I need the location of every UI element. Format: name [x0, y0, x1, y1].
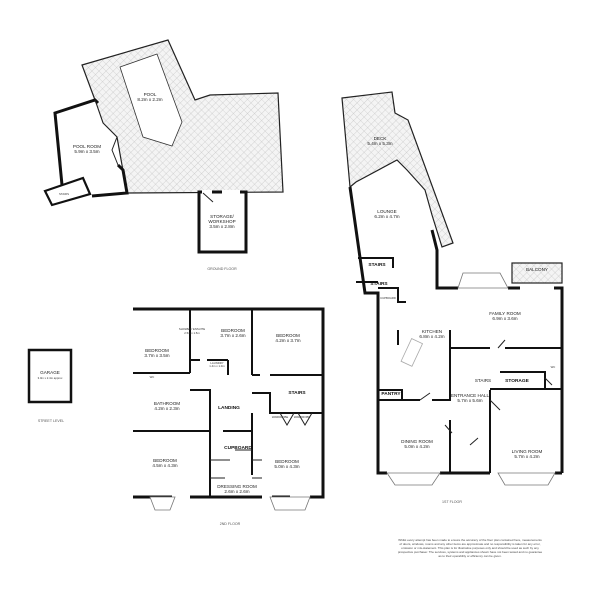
pool-label: POOL — [144, 92, 157, 97]
workshop-label: WORKSHOP — [208, 219, 235, 224]
wardrobe-label: WARDROBE — [272, 415, 289, 419]
pool-room-label: POOL ROOM — [73, 144, 101, 149]
wc-label: WC — [150, 375, 155, 379]
street-level-title: STREET LEVEL — [38, 419, 64, 423]
kitchen-label: KITCHEN — [422, 329, 442, 334]
wc-label: WC — [551, 365, 556, 369]
pool-room-size: 5.9m x 3.5m — [74, 149, 99, 154]
garage-size: 3.0m x 2.4m approx — [38, 376, 63, 380]
deck-size: 5.4m x 5.3m — [367, 141, 392, 146]
bathroom-size: 4.2m x 2.3m — [154, 406, 179, 411]
balcony-label: BALCONY — [526, 267, 548, 272]
balcony — [511, 262, 563, 284]
pool — [119, 53, 183, 147]
disclaimer: Whilst every attempt has been made to en… — [398, 538, 543, 558]
dining-room-size: 5.0m x 4.2m — [404, 444, 429, 449]
stairs-label-lower: STAIRS — [370, 281, 388, 287]
stairs-label: STAIRS — [59, 192, 69, 196]
lounge-label: LOUNGE — [377, 209, 396, 214]
deck-label: DECK — [374, 136, 388, 141]
disclaimer-line: prospective purchaser. The services, sys… — [398, 550, 543, 554]
living-room-size: 5.7m x 4.2m — [514, 454, 539, 459]
entrance-hall-size: 5.7m x 5.6m — [457, 398, 482, 403]
bedroom-3-label: BEDROOM — [276, 333, 300, 338]
family-room-size: 6.9m x 3.6m — [492, 316, 517, 321]
stairs-label: STAIRS — [368, 262, 386, 268]
stairs-label: STAIRS — [288, 390, 306, 396]
bathroom-label: BATHROOM — [154, 401, 180, 406]
disclaimer-line: of doors, windows, rooms and any other i… — [400, 542, 541, 546]
stairs — [43, 176, 92, 207]
kitchen-size: 6.8m x 4.2m — [419, 334, 444, 339]
bedroom-4-size: 4.5m x 4.3m — [152, 463, 177, 468]
entrance-hall-label: ENTRANCE HALL — [451, 393, 489, 398]
laundry-label: LAUNDRY — [210, 361, 223, 365]
dining-room-label: DINING ROOM — [401, 439, 433, 444]
wardrobe-label: WARDROBE — [294, 415, 311, 419]
ensuite-label: SHOWER/ ENSUITE — [179, 327, 205, 331]
family-room-label: FAMILY ROOM — [489, 311, 521, 316]
laundry-size: 1.4m x 1.0m — [209, 364, 225, 368]
disclaimer-line: as to their operability or efficiency ca… — [438, 554, 501, 558]
ground-floor: POOL 8.2m x 2.2m POOL ROOM 5.9m x 3.5m S… — [43, 39, 284, 271]
pantry-label: PANTRY — [381, 391, 401, 397]
pool-size: 8.2m x 2.2m — [137, 97, 162, 102]
bedroom-1-label: BEDROOM — [145, 348, 169, 353]
dressing-room-size: 2.6m x 2.6m — [224, 489, 249, 494]
ground-floor-title: GROUND FLOOR — [207, 267, 237, 271]
hall-stairs-label: STAIRS — [475, 378, 491, 383]
bedroom-3-size: 4.2m x 3.7m — [275, 338, 300, 343]
street-level: GARAGE 3.0m x 2.4m approx STREET LEVEL — [27, 348, 73, 423]
landing-label: LANDING — [218, 405, 240, 411]
dressing-room-label: DRESSING ROOM — [217, 484, 257, 489]
bedroom-1-size: 3.7m x 3.5m — [144, 353, 169, 358]
storage-label: STORAGE — [505, 378, 529, 384]
disclaimer-line: omission or mis-statement. This plan is … — [401, 546, 539, 550]
pool-room-walls — [53, 98, 129, 198]
garage-label: GARAGE — [40, 370, 60, 375]
garage — [27, 348, 73, 404]
cupboard-label: CUPBOARD — [224, 445, 252, 451]
bedroom-2-label: BEDROOM — [221, 328, 245, 333]
bedroom-2-size: 3.7m x 2.6m — [220, 333, 245, 338]
first-floor-title: 1ST FLOOR — [442, 500, 462, 504]
lounge-size: 6.2m x 4.7m — [374, 214, 399, 219]
living-room-label: LIVING ROOM — [512, 449, 543, 454]
deck — [341, 91, 454, 248]
first-floor: DECK 5.4m x 5.3m BALCONY LOUNGE 6.2m x 4… — [341, 91, 564, 504]
bedroom-5-label: BEDROOM — [275, 459, 299, 464]
bedroom-5-size: 5.0m x 4.3m — [274, 464, 299, 469]
ensuite-size: 2.5m x 1.5m — [184, 331, 200, 335]
storage-label: STORAGE/ — [210, 214, 234, 219]
cupboard-label: CUPBOARD — [380, 296, 396, 300]
storage-size: 3.5m x 2.8m — [209, 224, 234, 229]
disclaimer-line: Whilst every attempt has been made to en… — [398, 538, 542, 542]
second-floor-title: 2ND FLOOR — [220, 522, 241, 526]
second-floor: BEDROOM 3.7m x 3.5m SHOWER/ ENSUITE 2.5m… — [133, 307, 325, 526]
bedroom-4-label: BEDROOM — [153, 458, 177, 463]
